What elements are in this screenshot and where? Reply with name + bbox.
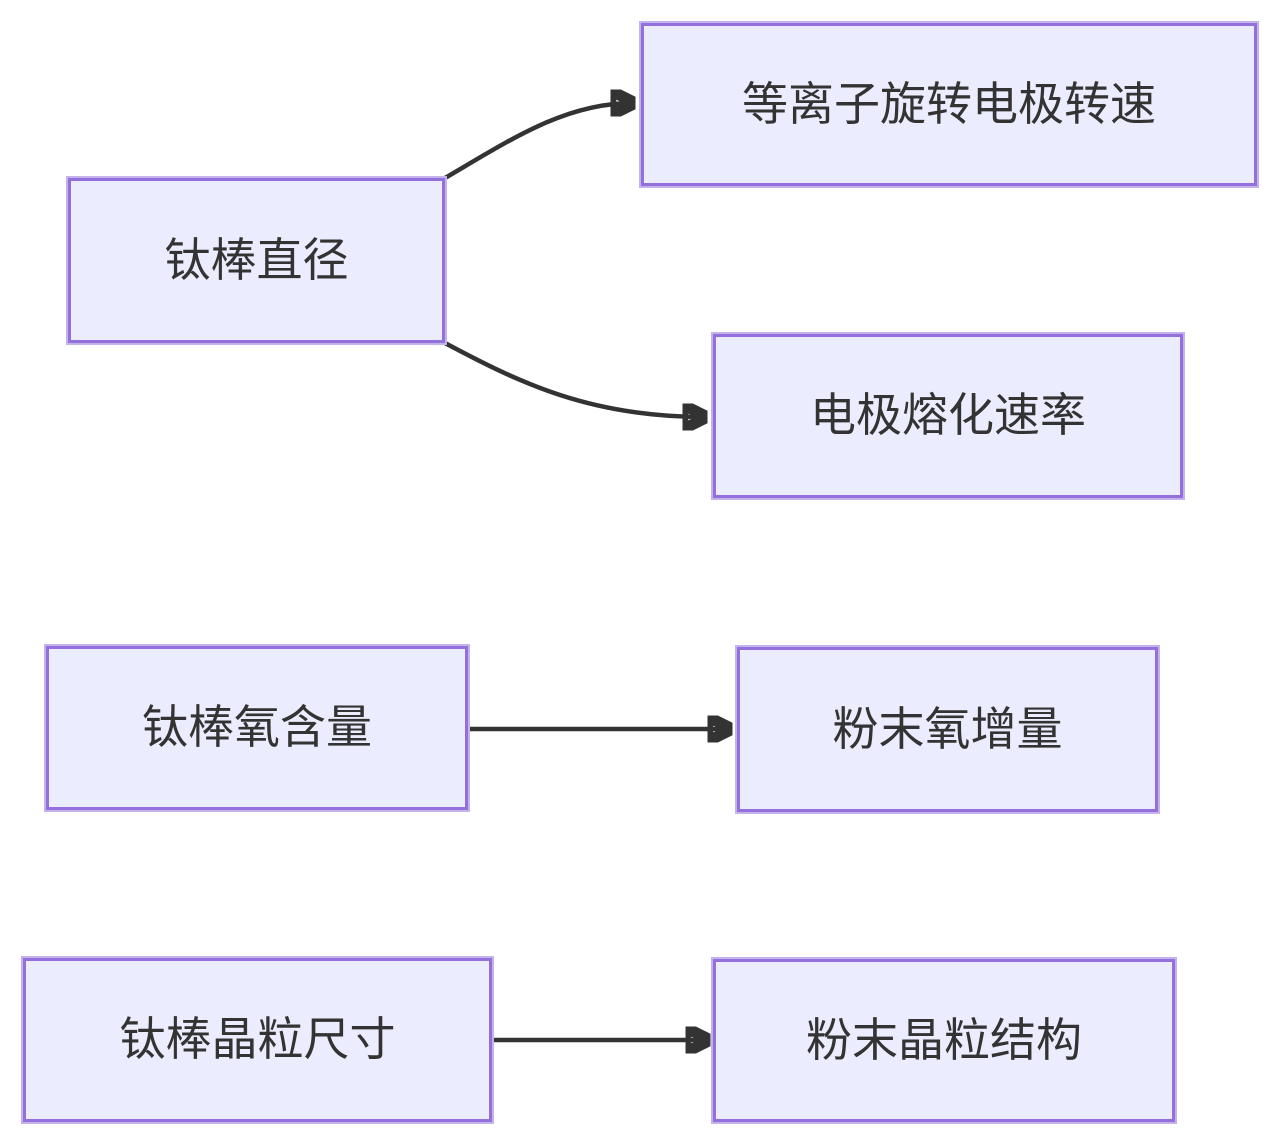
edge-rod-diameter-to-melting-rate-arrow xyxy=(443,341,705,417)
node-rod-oxygen-content: 钛棒氧含量 xyxy=(44,644,470,812)
node-electrode-rotation-speed-label: 等离子旋转电极转速 xyxy=(742,77,1156,130)
node-rod-oxygen-content-label: 钛棒氧含量 xyxy=(142,701,372,754)
node-rod-diameter-label: 钛棒直径 xyxy=(164,233,349,286)
edge-rod-diameter-to-rotation-speed-arrow xyxy=(443,103,633,180)
node-rod-grain-size: 钛棒晶粒尺寸 xyxy=(21,956,494,1124)
node-rod-diameter: 钛棒直径 xyxy=(66,176,447,345)
node-electrode-melting-rate-label: 电极熔化速率 xyxy=(810,389,1086,442)
node-powder-oxygen-pickup: 粉末氧增量 xyxy=(735,645,1160,814)
node-electrode-melting-rate: 电极熔化速率 xyxy=(711,332,1185,500)
node-powder-oxygen-pickup-label: 粉末氧增量 xyxy=(832,702,1063,755)
node-powder-grain-structure: 粉末晶粒结构 xyxy=(711,957,1177,1124)
node-powder-grain-structure-label: 粉末晶粒结构 xyxy=(806,1013,1082,1066)
node-electrode-rotation-speed: 等离子旋转电极转速 xyxy=(639,21,1259,188)
node-rod-grain-size-label: 钛棒晶粒尺寸 xyxy=(119,1013,396,1066)
